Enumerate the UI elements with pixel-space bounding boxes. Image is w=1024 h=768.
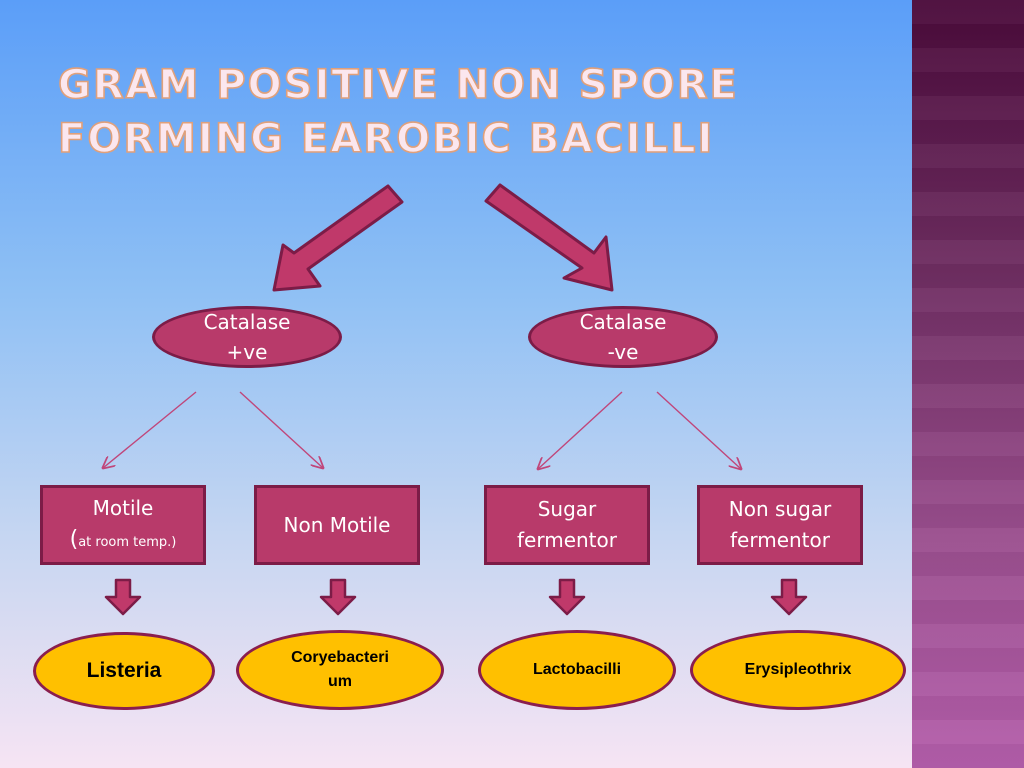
down-arrow-erysipleothrix	[770, 578, 808, 616]
coryebacterium-line2: um	[328, 673, 352, 690]
coryebacterium-line1: Coryebacteri	[291, 649, 389, 666]
catalase-negative-line1: Catalase	[579, 310, 667, 334]
connector-arrow-non-sugar	[656, 391, 741, 469]
sugar-fermentor-node: Sugar fermentor	[484, 485, 650, 565]
listeria-label: Listeria	[86, 659, 162, 682]
non-sugar-fermentor-line1: Non sugar	[728, 497, 832, 521]
catalase-positive-line2: +ve	[226, 340, 268, 364]
motile-condition: at room temp.)	[78, 534, 177, 550]
connector-arrow-sugar	[538, 391, 623, 469]
motile-node: Motile (at room temp.)	[40, 485, 206, 565]
non-motile-node: Non Motile	[254, 485, 420, 565]
catalase-negative-node: Catalase -ve	[528, 306, 718, 368]
motile-sublabel: (at room temp.)	[70, 524, 177, 558]
motile-label: Motile	[92, 495, 154, 520]
non-sugar-fermentor-line2: fermentor	[730, 528, 830, 552]
down-arrow-coryebacterium	[319, 578, 357, 616]
connector-layer	[0, 183, 808, 616]
lactobacilli-label: Lactobacilli	[532, 661, 622, 678]
slide-title: Gram positive non spore forming earobic …	[57, 58, 739, 166]
catalase-positive-node: Catalase +ve	[152, 306, 342, 368]
title-line-1: Gram positive non spore	[57, 61, 739, 109]
decorative-side-band	[912, 0, 1024, 768]
erysipleothrix-node: Erysipleothrix	[690, 630, 906, 710]
block-arrow-right	[484, 183, 614, 292]
title-line-2: forming earobic bacilli	[57, 115, 715, 163]
motile-paren: (	[69, 526, 79, 552]
down-arrow-lactobacilli	[548, 578, 586, 616]
non-sugar-fermentor-node: Non sugar fermentor	[697, 485, 863, 565]
sugar-fermentor-line1: Sugar	[537, 497, 597, 521]
listeria-node: Listeria	[33, 632, 215, 710]
non-motile-label: Non Motile	[283, 512, 391, 537]
catalase-negative-line2: -ve	[607, 340, 639, 364]
coryebacterium-node: Coryebacteri um	[236, 630, 444, 710]
block-arrow-left	[272, 184, 404, 292]
erysipleothrix-label: Erysipleothrix	[744, 661, 852, 678]
connector-arrow-non-motile	[239, 391, 323, 468]
catalase-positive-line1: Catalase	[203, 310, 291, 334]
connector-arrow-motile	[103, 391, 197, 468]
sugar-fermentor-line2: fermentor	[517, 528, 617, 552]
lactobacilli-node: Lactobacilli	[478, 630, 676, 710]
down-arrow-listeria	[104, 578, 142, 616]
